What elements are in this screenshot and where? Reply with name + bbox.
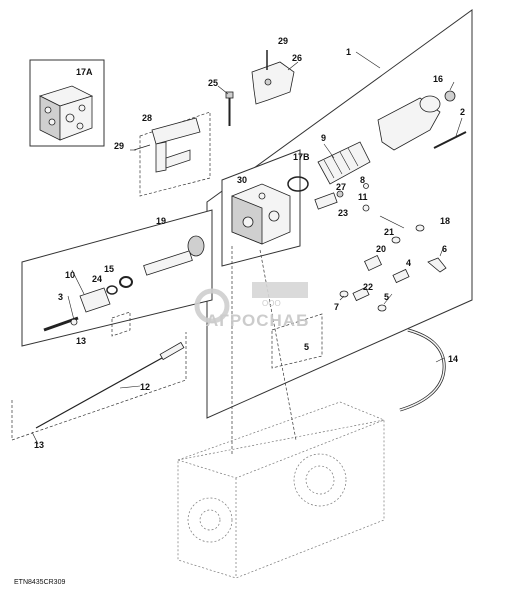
callout-20: 20 [376, 244, 386, 254]
callout-16: 16 [433, 74, 443, 84]
callout-9: 9 [321, 133, 326, 143]
watermark-gear-icon [194, 288, 230, 324]
watermark-small-text: ООО [262, 299, 281, 308]
leader-lines [31, 51, 463, 445]
watermark-truck-icon [252, 282, 308, 298]
plate-10 [79, 287, 111, 313]
callout-29a: 29 [114, 141, 124, 151]
callout-26: 26 [292, 53, 302, 63]
callout-28: 28 [142, 113, 152, 123]
transmission-housing-ghost [177, 401, 385, 579]
cable-12 [35, 347, 181, 429]
bolt-25 [225, 91, 234, 126]
watermark-large-text: АГРОСНАБ [206, 311, 309, 330]
adapter-18 [415, 224, 425, 232]
callout-13a: 13 [76, 336, 86, 346]
callout-23: 23 [338, 208, 348, 218]
valve-block-17a [38, 85, 94, 141]
callout-11: 11 [358, 192, 368, 202]
ring-24 [106, 285, 118, 295]
plug-11 [363, 183, 369, 189]
fitting-22 [352, 286, 370, 302]
o-ring [287, 176, 309, 192]
cable-end [159, 341, 185, 361]
callout-27: 27 [336, 182, 346, 192]
callout-13b: 13 [34, 440, 44, 450]
solenoid-valve-27 [314, 190, 344, 210]
callout-17a: 17A [76, 67, 93, 77]
callout-25: 25 [208, 78, 218, 88]
washer-5 [377, 304, 387, 312]
callout-5a: 5 [384, 292, 389, 302]
spool-19 [143, 235, 205, 276]
callout-5b: 5 [304, 342, 309, 352]
callout-21: 21 [384, 227, 394, 237]
pipe-14 [399, 328, 446, 412]
bracket-dashed-box [139, 111, 211, 197]
valve-body-17b [231, 183, 291, 245]
callout-30: 30 [237, 175, 247, 185]
callout-29b: 29 [278, 36, 288, 46]
washer-23 [362, 204, 370, 212]
drawing-code: ETN8435CR309 [14, 579, 65, 586]
actuator-housing [377, 95, 441, 151]
callout-3: 3 [58, 292, 63, 302]
fitting-21 [391, 236, 401, 244]
bracket-28 [151, 117, 201, 173]
nut-16 [444, 90, 456, 102]
callout-24: 24 [92, 274, 102, 284]
callout-1: 1 [346, 47, 351, 57]
cable-dashed-frame [11, 332, 187, 441]
bolt-2 [433, 131, 467, 149]
watermark: ООО АГРОСНАБ [194, 282, 309, 330]
seal-15 [119, 276, 133, 288]
cover-plate-26 [251, 61, 295, 105]
callout-10: 10 [65, 270, 75, 280]
callout-4: 4 [406, 258, 411, 268]
elbow-6 [427, 257, 447, 273]
callout-19: 19 [156, 216, 166, 226]
bellows-9 [317, 141, 371, 185]
callout-7: 7 [334, 302, 339, 312]
callout-6: 6 [442, 244, 447, 254]
callout-14: 14 [448, 354, 458, 364]
alignment-line-2 [259, 249, 297, 441]
left-panel-outline [21, 209, 213, 347]
fitting-4 [392, 268, 410, 284]
seal-7 [339, 290, 349, 298]
callout-12: 12 [140, 382, 150, 392]
callout-18: 18 [440, 216, 450, 226]
callout-2: 2 [460, 107, 465, 117]
screw-29-left [133, 144, 151, 151]
callout-22: 22 [363, 282, 373, 292]
callout-17b: 17B [293, 152, 310, 162]
callout-8: 8 [360, 175, 365, 185]
left-dashed-box [111, 311, 131, 337]
fitting-20 [364, 254, 382, 272]
callout-15: 15 [104, 264, 114, 274]
